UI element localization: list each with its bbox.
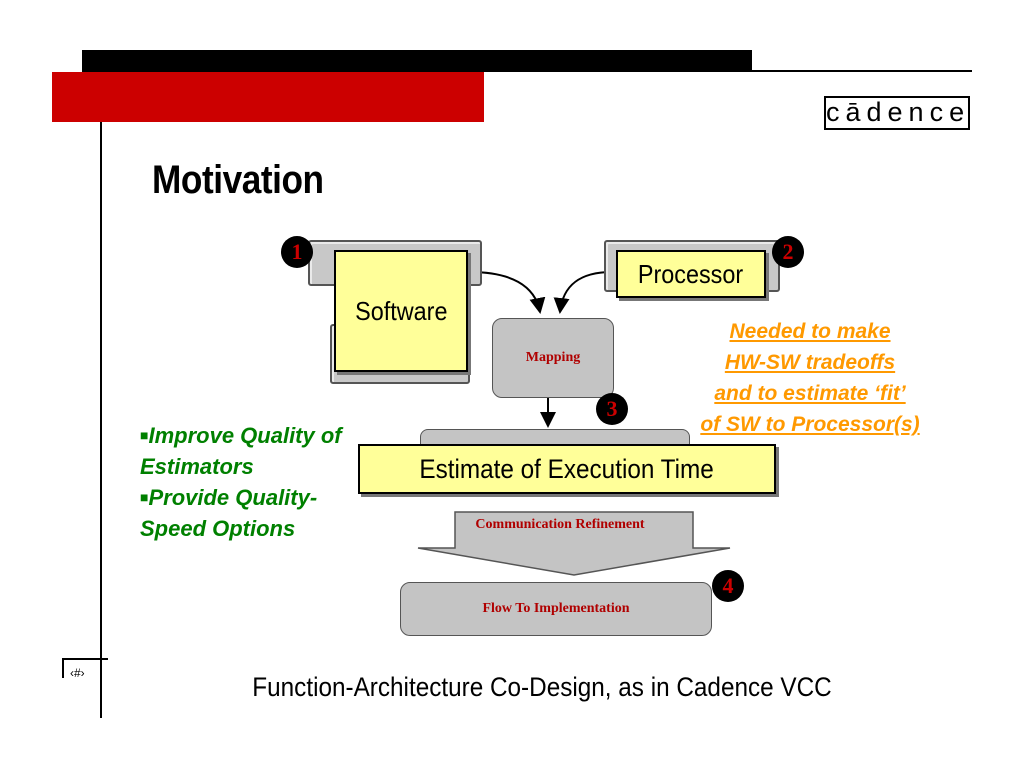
mapping-label: Mapping bbox=[525, 350, 581, 365]
slide-title: Motivation bbox=[152, 158, 324, 202]
software-label: Software bbox=[354, 295, 448, 326]
estimate-label: Estimate of Execution Time bbox=[419, 453, 715, 484]
page-number-frame-left bbox=[62, 658, 64, 678]
header-red-bar bbox=[52, 72, 484, 122]
bullet-list: ■Improve Quality of Estimators ■Provide … bbox=[140, 420, 350, 544]
note-line: HW-SW tradeoffs bbox=[724, 351, 896, 374]
processor-label: Processor bbox=[638, 258, 744, 289]
badge-1: 1 bbox=[281, 236, 313, 268]
bullet-item: ■Provide Quality-Speed Options bbox=[140, 485, 318, 541]
badge-4: 4 bbox=[712, 570, 744, 602]
flow-label: Flow To Implementation bbox=[482, 601, 630, 616]
note-line: Needed to make bbox=[729, 320, 891, 343]
note-line: and to estimate ‘fit’ bbox=[714, 382, 906, 405]
software-box: Software bbox=[334, 250, 468, 372]
header-rule bbox=[752, 70, 972, 72]
bullet-square-icon: ■ bbox=[140, 489, 149, 505]
tradeoff-note: Needed to make HW-SW tradeoffs and to es… bbox=[680, 316, 940, 440]
header-black-bar bbox=[82, 50, 752, 72]
estimate-box: Estimate of Execution Time bbox=[358, 444, 776, 494]
mapping-box: Mapping bbox=[492, 318, 614, 398]
page-number: ‹#› bbox=[70, 666, 85, 680]
note-line: of SW to Processor(s) bbox=[700, 413, 920, 436]
badge-3: 3 bbox=[596, 393, 628, 425]
bullet-item: ■Improve Quality of Estimators bbox=[140, 423, 342, 479]
badge-2: 2 bbox=[772, 236, 804, 268]
cadence-logo: cādence bbox=[824, 96, 970, 130]
processor-box: Processor bbox=[616, 250, 766, 298]
slide-footer: Function-Architecture Co-Design, as in C… bbox=[252, 672, 832, 702]
page-number-frame-top bbox=[62, 658, 108, 660]
flow-box: Flow To Implementation bbox=[400, 582, 712, 636]
bullet-square-icon: ■ bbox=[140, 427, 149, 443]
comm-refinement-arrow bbox=[417, 511, 731, 576]
arrow-processor-to-mapping bbox=[553, 271, 613, 314]
comm-refinement-label: Communication Refinement bbox=[475, 517, 645, 532]
left-rule bbox=[100, 122, 102, 718]
